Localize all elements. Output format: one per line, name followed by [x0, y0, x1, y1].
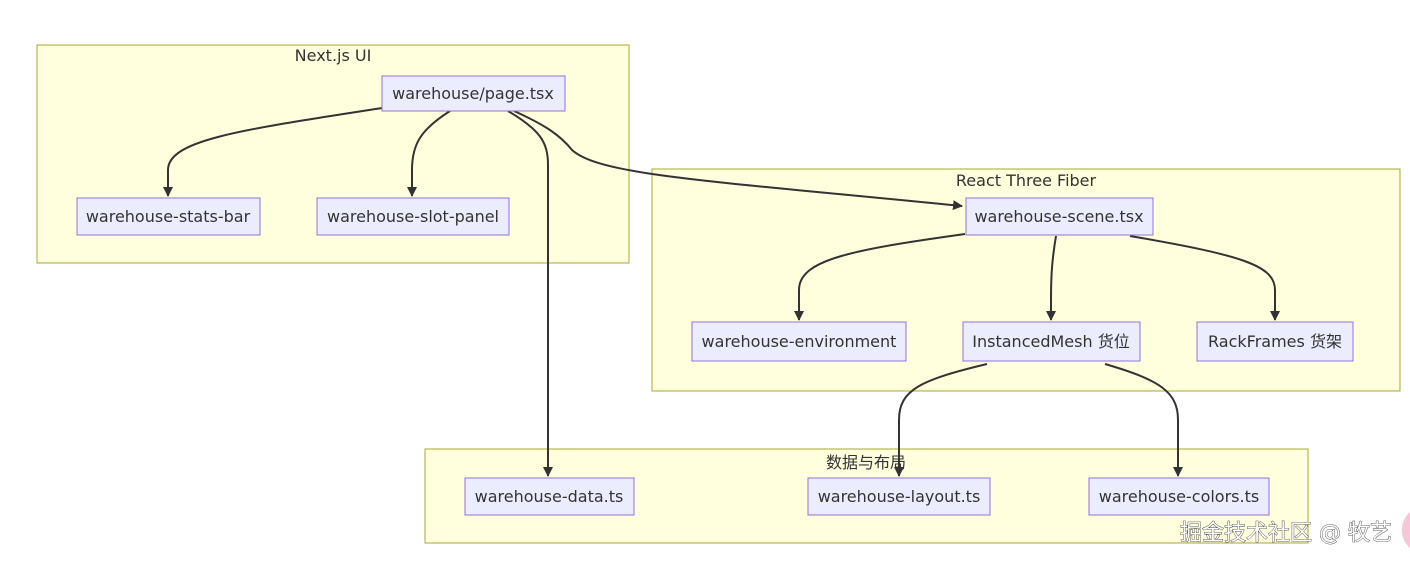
- node-environment[interactable]: warehouse-environment: [691, 321, 907, 362]
- cluster-label-nextjs-ui: Next.js UI: [295, 46, 372, 65]
- node-instanced-mesh[interactable]: InstancedMesh 货位: [962, 321, 1141, 362]
- node-label: warehouse-layout.ts: [818, 487, 981, 506]
- watermark-text: 掘金技术社区 @ 牧艺: [1180, 521, 1392, 546]
- node-label: InstancedMesh 货位: [972, 332, 1129, 351]
- edge-mesh-to-layout-ts: [894, 363, 988, 477]
- cluster-label-data-layout: 数据与布局: [826, 453, 906, 472]
- decorative-circle-fragment: [1401, 512, 1410, 548]
- edge-page-to-scene: [513, 110, 963, 211]
- node-label: warehouse/page.tsx: [392, 84, 554, 103]
- edge-page-to-slot-panel: [407, 110, 451, 197]
- node-stats-bar[interactable]: warehouse-stats-bar: [76, 197, 261, 236]
- edge-scene-to-rack-frames: [1129, 235, 1280, 321]
- node-label: warehouse-stats-bar: [86, 207, 251, 226]
- node-label: warehouse-slot-panel: [327, 207, 499, 226]
- node-label: warehouse-data.ts: [475, 487, 624, 506]
- node-colors-ts[interactable]: warehouse-colors.ts: [1088, 477, 1270, 516]
- edge-page-to-data-ts: [507, 110, 553, 477]
- node-data-ts[interactable]: warehouse-data.ts: [464, 477, 635, 516]
- edge-mesh-to-colors-ts: [1104, 363, 1183, 477]
- node-scene-tsx[interactable]: warehouse-scene.tsx: [965, 197, 1154, 236]
- node-label: warehouse-environment: [702, 332, 897, 351]
- node-slot-panel[interactable]: warehouse-slot-panel: [316, 197, 510, 236]
- cluster-label-react-three-fiber: React Three Fiber: [956, 171, 1097, 190]
- edge-page-to-stats-bar: [163, 107, 383, 197]
- node-layout-ts[interactable]: warehouse-layout.ts: [807, 477, 991, 516]
- node-page-tsx[interactable]: warehouse/page.tsx: [381, 75, 566, 112]
- node-label: warehouse-scene.tsx: [974, 207, 1143, 226]
- edge-scene-to-instanced-mesh: [1046, 235, 1057, 321]
- node-rack-frames[interactable]: RackFrames 货架: [1196, 321, 1354, 362]
- edge-scene-to-environment: [794, 233, 966, 321]
- node-label: RackFrames 货架: [1208, 332, 1342, 351]
- node-label: warehouse-colors.ts: [1099, 487, 1259, 506]
- edges: [163, 107, 1280, 477]
